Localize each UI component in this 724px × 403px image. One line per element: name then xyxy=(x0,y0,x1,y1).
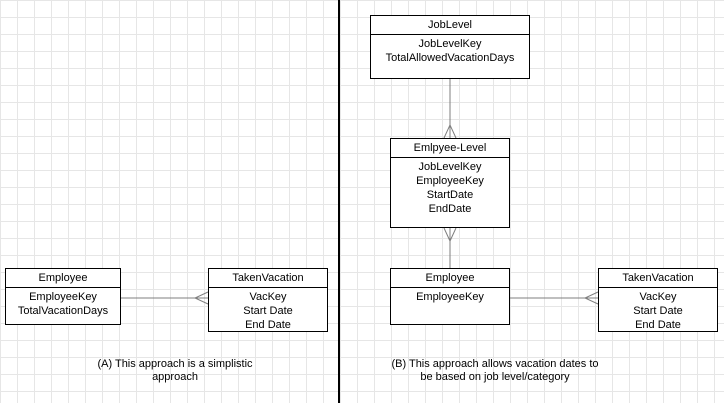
entity-title: JobLevel xyxy=(371,16,529,35)
entity-field: TotalAllowedVacationDays xyxy=(385,52,515,64)
entity-joblevel-b[interactable]: JobLevel JobLevelKey TotalAllowedVacatio… xyxy=(370,15,530,79)
entity-field: JobLevelKey xyxy=(418,38,482,50)
entity-title: TakenVacation xyxy=(599,269,717,288)
entity-field: End Date xyxy=(635,319,681,331)
entity-title: TakenVacation xyxy=(209,269,327,288)
entity-title: Emlpyee-Level xyxy=(391,139,509,158)
entity-field: VacKey xyxy=(639,291,677,303)
crows-foot-many-marker xyxy=(443,123,457,139)
entity-title: Employee xyxy=(6,269,120,288)
entity-employee-b[interactable]: Employee EmployeeKey xyxy=(390,268,510,325)
entity-field: EmployeeKey xyxy=(416,175,484,187)
entity-field: StartDate xyxy=(426,189,474,201)
entity-field: VacKey xyxy=(249,291,287,303)
crows-foot-many-marker xyxy=(193,291,209,305)
entity-takenvacation-b[interactable]: TakenVacation VacKey Start Date End Date xyxy=(598,268,718,332)
entity-field: JobLevelKey xyxy=(418,161,482,173)
entity-field: End Date xyxy=(245,319,291,331)
caption-line: be based on job level/category xyxy=(420,371,570,383)
panel-divider-line xyxy=(338,0,340,403)
entity-field: EmployeeKey xyxy=(416,291,484,303)
entity-employee-a[interactable]: Employee EmployeeKey TotalVacationDays xyxy=(5,268,121,325)
caption-line: approach xyxy=(152,371,198,383)
entity-field: Start Date xyxy=(633,305,683,317)
entity-employeelevel-b[interactable]: Emlpyee-Level JobLevelKey EmployeeKey St… xyxy=(390,138,510,228)
caption-approach-a: (A) This approach is a simplistic approa… xyxy=(35,358,315,384)
entity-title: Employee xyxy=(391,269,509,288)
entity-field: EndDate xyxy=(428,203,472,215)
entity-field: Start Date xyxy=(243,305,293,317)
entity-takenvacation-a[interactable]: TakenVacation VacKey Start Date End Date xyxy=(208,268,328,332)
crows-foot-many-marker xyxy=(443,227,457,243)
caption-approach-b: (B) This approach allows vacation dates … xyxy=(345,358,645,384)
entity-field: TotalVacationDays xyxy=(17,305,109,317)
crows-foot-many-marker xyxy=(583,291,599,305)
entity-field: EmployeeKey xyxy=(29,291,97,303)
caption-line: (B) This approach allows vacation dates … xyxy=(391,358,599,370)
caption-line: (A) This approach is a simplistic xyxy=(97,358,253,370)
